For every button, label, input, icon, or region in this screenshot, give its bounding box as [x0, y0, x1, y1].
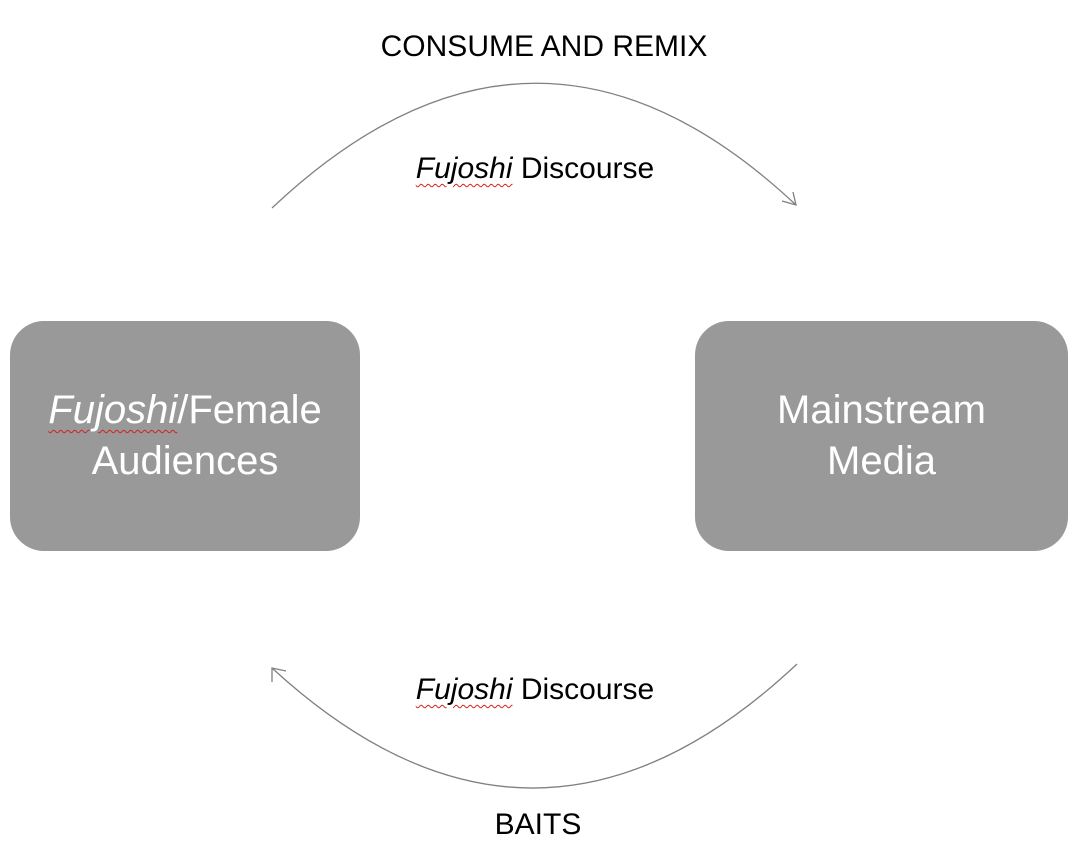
bottom-discourse-term: Fujoshi: [415, 673, 513, 706]
mainstream-media-node: Mainstream Media: [695, 321, 1068, 551]
top-discourse-text: Discourse: [512, 152, 655, 185]
top-arc-arrow: [271, 82, 797, 209]
left-node-line1: Fujoshi/Female: [48, 385, 321, 436]
bottom-discourse-text: Discourse: [512, 673, 655, 706]
top-discourse-term: Fujoshi: [415, 152, 513, 185]
bottom-arrowhead: [271, 667, 287, 682]
bottom-discourse-label: Fujoshi Discourse: [416, 675, 654, 705]
fujoshi-female-audiences-node: Fujoshi/Female Audiences: [10, 321, 360, 551]
right-node-line1: Mainstream: [777, 387, 986, 432]
top-discourse-label: Fujoshi Discourse: [416, 154, 654, 184]
left-node-line2: Audiences: [91, 439, 279, 483]
bottom-arc-arrow: [271, 663, 798, 789]
left-node-term: Fujoshi: [48, 387, 178, 432]
baits-label: BAITS: [494, 808, 582, 841]
left-node-line1-rest: /Female: [177, 387, 322, 432]
top-arrowhead: [781, 191, 797, 206]
consume-and-remix-label: CONSUME AND REMIX: [380, 30, 708, 63]
right-node-line2: Media: [827, 439, 936, 483]
